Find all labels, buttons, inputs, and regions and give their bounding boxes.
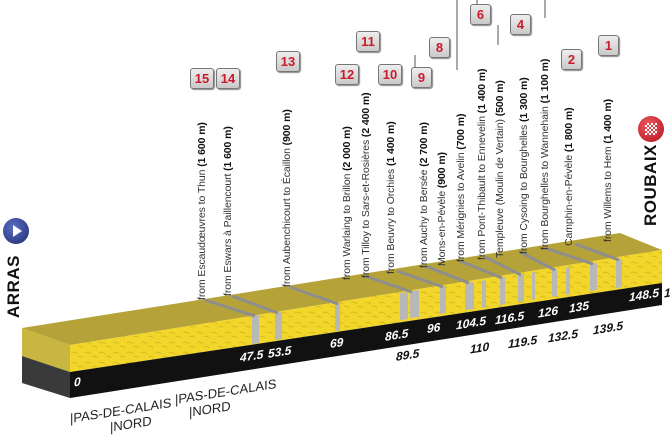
sector-label-8: Mons-en-Pévèle (900 m): [436, 152, 448, 266]
block-front: [70, 250, 662, 372]
sector-label-3: from Bourghelles to Wannehain (1 100 m): [539, 58, 551, 250]
sector-label-14: from Eswars à Paillencourt (1 600 m): [222, 126, 234, 296]
sector-label-5: Templeuve (Moulin de Vertain) (500 m): [494, 80, 506, 258]
sector-badge-4: 4: [510, 14, 531, 35]
finish-city: ROUBAIX: [641, 144, 660, 226]
sector-badge-14: 14: [216, 68, 240, 89]
sector-label-9: from Auchy to Bersée (2 700 m): [418, 122, 430, 268]
km-marker: 69: [330, 334, 344, 352]
sector-badge-9: 9: [411, 67, 432, 88]
sector-badge-12: 12: [335, 64, 359, 85]
sector-label-6: from Pont-Thibault to Ennevelin (1 400 m…: [476, 68, 488, 260]
sector-badge-15: 15: [190, 68, 214, 89]
sector-label-11: from Tilloy to Sars-et-Rosières (2 400 m…: [360, 92, 372, 278]
sector-label-4: from Cysoing to Bourghelles (1 300 m): [518, 77, 530, 254]
sector-badge-13: 13: [276, 51, 300, 72]
cobble-top-lines: [204, 242, 620, 318]
km-band: [70, 283, 662, 398]
sector-badge-8: 8: [429, 37, 450, 58]
cobble-sectors: [252, 259, 622, 344]
finish-icon: [638, 116, 664, 142]
km-marker-end: 1: [664, 285, 671, 301]
block-side-yellow: [22, 328, 70, 372]
block-top: [22, 233, 662, 345]
sector-badge-10: 10: [378, 64, 402, 85]
sector-label-10: from Beuvry to Orchies (1 400 m): [385, 121, 397, 274]
sector-label-13: from Aubenchicourt to Écaillon (900 m): [281, 109, 293, 287]
sector-label-15: from Escaudœuvres to Thun (1 600 m): [196, 122, 208, 300]
km-marker: 0: [74, 374, 81, 390]
sector-label-2: Camphin-en-Pévèle (1 800 m): [563, 107, 575, 246]
sector-label-7: from Mérignies to Avelin (700 m): [455, 113, 467, 262]
sector-badge-2: 2: [561, 49, 582, 70]
start-icon: [3, 218, 29, 244]
start-city: ARRAS: [4, 255, 23, 318]
sector-badge-1: 1: [598, 35, 619, 56]
sector-badge-6: 6: [470, 4, 491, 25]
sector-label-1: from Willems to Hem (1 400 m): [602, 99, 614, 242]
sector-badge-11: 11: [356, 31, 380, 52]
sector-label-12: from Warlaing to Brillon (2 000 m): [341, 126, 353, 280]
km-marker: 96: [427, 319, 441, 337]
block-side-dark: [22, 356, 70, 398]
